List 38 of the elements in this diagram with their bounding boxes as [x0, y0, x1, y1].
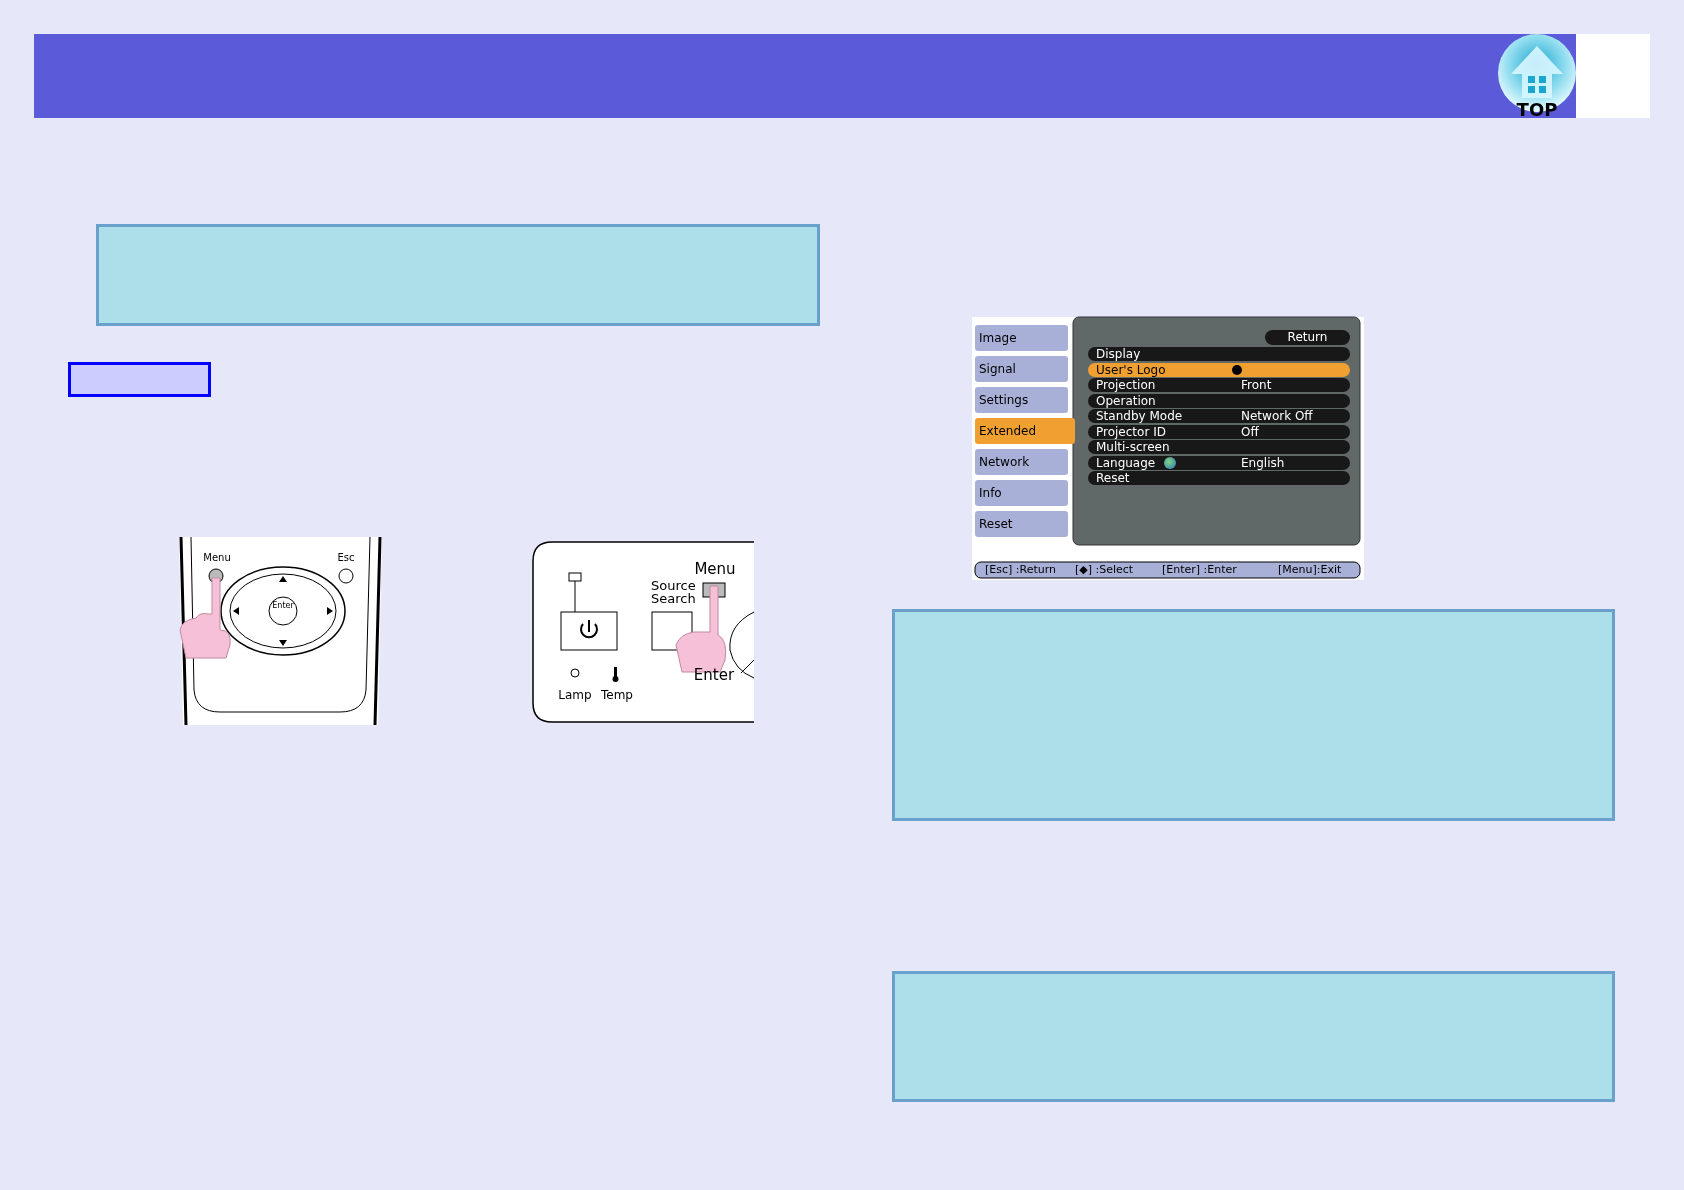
menu-item-label: Projection — [1096, 379, 1156, 391]
menu-tab: Image — [975, 325, 1068, 351]
menu-item-label: Display — [1096, 348, 1141, 360]
note-panel — [96, 224, 820, 326]
button-label: Enter — [693, 668, 735, 683]
menu-item-value: English — [1241, 456, 1285, 469]
menu-tab: Settings — [975, 387, 1068, 413]
menu-item-value: Off — [1241, 425, 1259, 438]
menu-item-label: Operation — [1096, 394, 1156, 407]
top-link: TOP — [1516, 101, 1558, 119]
button-label: Source Search — [651, 579, 695, 605]
help-text: [Menu]:Exit — [1278, 564, 1342, 575]
menu-item-label: Multi-screen — [1096, 441, 1170, 453]
button-label: Esc — [337, 553, 355, 563]
menu-item-label: Projector ID — [1096, 425, 1166, 438]
help-text: [Esc] :Return — [985, 564, 1057, 575]
menu-tab: Extended — [975, 418, 1075, 444]
menu-item-label: User's Logo — [1096, 363, 1166, 376]
menu-tab: Info — [975, 480, 1068, 506]
button-label: Menu — [694, 562, 736, 577]
procedure-tag — [68, 362, 211, 397]
note-panel — [892, 609, 1615, 821]
menu-item-value: Network Off — [1241, 410, 1313, 422]
help-text: [Enter] :Enter — [1162, 564, 1237, 575]
menu-tab: Signal — [975, 356, 1068, 382]
indicator-label: Lamp — [558, 689, 592, 701]
note-panel — [892, 971, 1615, 1102]
menu-tab: Reset — [975, 511, 1068, 537]
help-text: [◆] :Select — [1075, 564, 1134, 575]
indicator-label: Temp — [601, 689, 633, 701]
button-label: Enter — [272, 602, 294, 610]
menu-item-label: Standby Mode — [1096, 410, 1183, 422]
menu-item-value: Front — [1241, 379, 1272, 391]
menu-tab: Network — [975, 449, 1068, 475]
menu-item-label: Reset — [1096, 472, 1130, 484]
button-label: Menu — [203, 553, 231, 563]
return-button: Return — [1265, 330, 1350, 345]
menu-item-label: Language — [1096, 456, 1156, 469]
